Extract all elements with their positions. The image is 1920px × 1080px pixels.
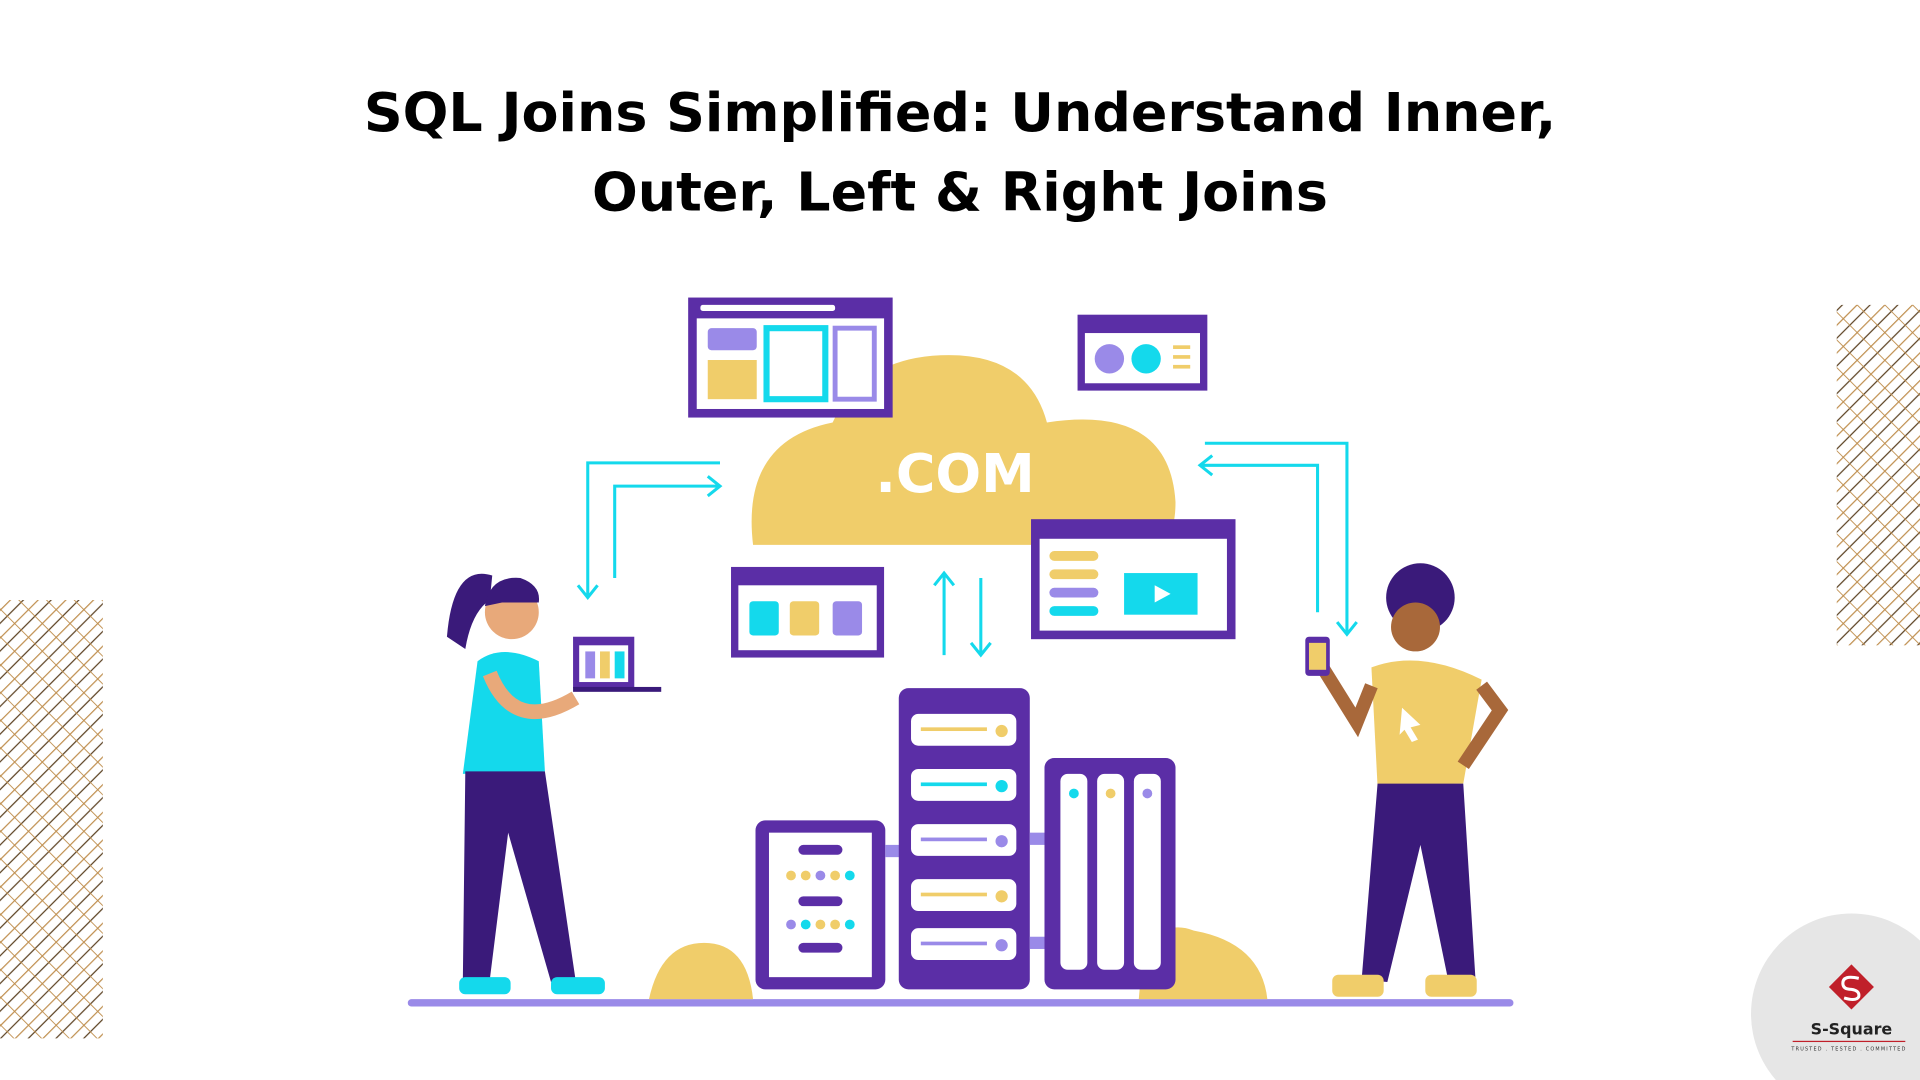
page-title-line1: SQL Joins Simplified: Understand Inner, — [364, 81, 1556, 144]
window-dashboard — [688, 297, 893, 418]
cloud-label: .COM — [875, 442, 1034, 505]
window-media — [731, 566, 885, 658]
ground-line — [407, 999, 1514, 1007]
s-square-logo: S-Square TRUSTED . TESTED . COMMITTED — [1751, 913, 1920, 1080]
data-flow-arrows — [576, 441, 1358, 658]
window-chart — [1077, 314, 1208, 391]
decor-pattern-left — [0, 600, 103, 1039]
person-woman-with-laptop — [446, 573, 662, 995]
server-racks — [755, 688, 1176, 990]
window-video — [1031, 519, 1236, 640]
logo-name: S-Square — [1811, 1020, 1893, 1039]
logo-tagline: TRUSTED . TESTED . COMMITTED — [1790, 1047, 1906, 1053]
person-man-with-phone — [1305, 563, 1509, 997]
page-title-line2: Outer, Left & Right Joins — [592, 161, 1328, 224]
decor-pattern-right — [1836, 304, 1920, 646]
